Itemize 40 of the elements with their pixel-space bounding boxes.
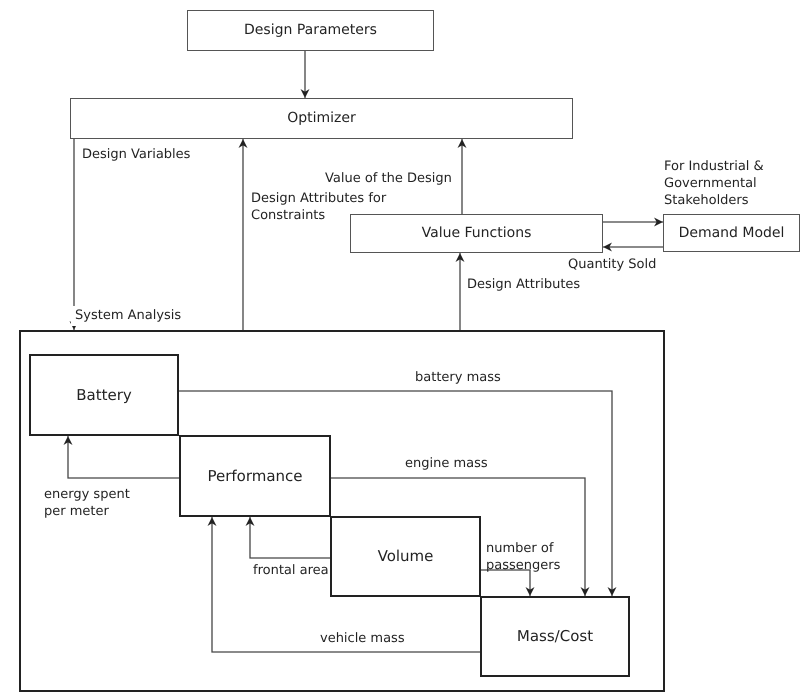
box-label: Value Functions [422, 224, 532, 243]
arrow [481, 569, 534, 596]
edge-label: number of passengers [486, 540, 562, 574]
process-box [179, 435, 331, 517]
edge-label: vehicle mass [320, 630, 405, 647]
arrow [246, 517, 330, 559]
arrow [456, 253, 464, 330]
process-box [350, 214, 603, 253]
process-box [187, 10, 434, 51]
edge-label: engine mass [405, 455, 488, 472]
process-box [29, 354, 179, 436]
side-note: For Industrial & Governmental Stakeholders [664, 158, 765, 209]
edge-label: frontal area [253, 562, 329, 579]
box-label: Performance [207, 466, 303, 487]
edge-label: Quantity Sold [568, 256, 656, 273]
box-label: Battery [76, 384, 132, 406]
process-box [480, 596, 630, 677]
edge-label: energy spent per meter [44, 486, 131, 520]
arrow [331, 477, 590, 596]
box-label: Optimizer [287, 109, 356, 128]
edge-label: Design Attributes [467, 276, 580, 293]
box-label: Demand Model [678, 224, 784, 242]
process-box [70, 98, 573, 139]
box-label: Mass/Cost [516, 626, 594, 648]
arrow [238, 139, 248, 330]
arrow [458, 139, 466, 214]
arrow [179, 390, 616, 596]
edge-label: battery mass [415, 369, 501, 386]
arrow [70, 139, 78, 330]
edge-label: Design Attributes for Constraints [251, 190, 388, 224]
edge-label: Value of the Design [325, 170, 452, 187]
box-label: Design Parameters [244, 21, 377, 40]
arrow [603, 218, 663, 226]
box-label: Volume [378, 546, 434, 568]
arrow [64, 436, 179, 479]
process-box [330, 516, 481, 597]
arrow [603, 242, 663, 252]
arrow [300, 51, 310, 98]
edge-label: Design Variables [82, 146, 190, 163]
arrow [208, 517, 480, 653]
